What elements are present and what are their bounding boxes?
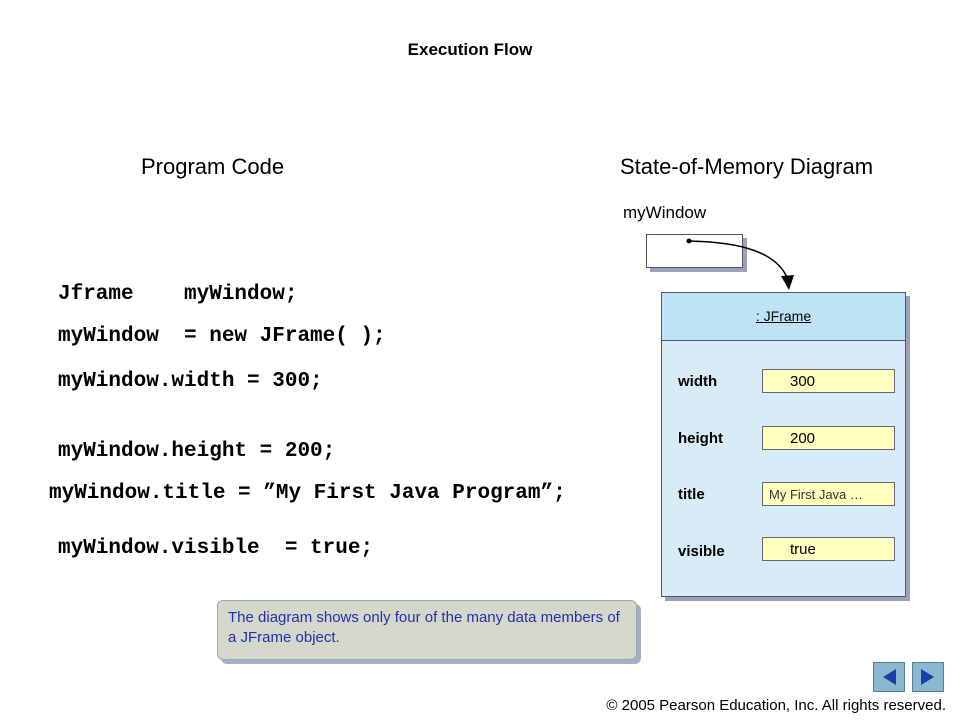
- reference-box: [646, 234, 743, 268]
- code-line-visible: myWindow.visible = true;: [58, 537, 374, 560]
- memory-diagram-heading: State-of-Memory Diagram: [620, 154, 874, 179]
- jframe-object-header: : JFrame: [662, 293, 905, 341]
- code-line-title: myWindow.title = ”My First Java Program”…: [49, 482, 566, 505]
- slide-title: Execution Flow: [407, 40, 533, 59]
- triangle-right-icon: [921, 669, 934, 685]
- field-label-visible: visible: [678, 543, 725, 560]
- code-line-width: myWindow.width = 300;: [58, 370, 323, 393]
- triangle-left-icon: [883, 669, 896, 685]
- next-button[interactable]: [912, 662, 944, 692]
- copyright-notice: © 2005 Pearson Education, Inc. All right…: [606, 697, 946, 714]
- note-callout: The diagram shows only four of the many …: [217, 600, 637, 660]
- field-value-visible: true: [762, 537, 895, 561]
- field-value-width: 300: [762, 369, 895, 393]
- object-type-label: : JFrame: [755, 308, 812, 324]
- code-line-instantiation: myWindow = new JFrame( );: [58, 325, 386, 348]
- field-label-width: width: [678, 373, 718, 390]
- field-value-title: My First Java …: [762, 482, 895, 506]
- field-value-height: 200: [762, 426, 895, 450]
- program-code-heading: Program Code: [141, 154, 285, 179]
- previous-button[interactable]: [873, 662, 905, 692]
- code-line-height: myWindow.height = 200;: [58, 440, 336, 463]
- variable-name-label: myWindow: [623, 203, 707, 222]
- code-line-declaration: Jframe myWindow;: [58, 283, 298, 306]
- field-label-height: height: [678, 430, 723, 447]
- field-label-title: title: [678, 486, 705, 503]
- reference-arrow: [686, 238, 794, 290]
